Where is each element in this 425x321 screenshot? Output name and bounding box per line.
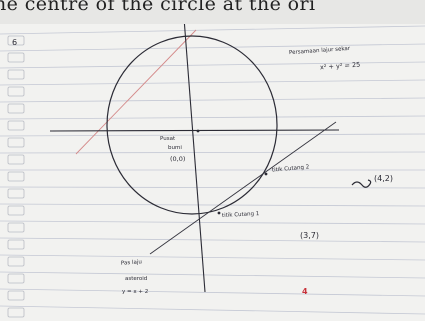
intersection-point-1 — [217, 211, 221, 215]
intersection-2-coordinates: (4,2) — [374, 174, 393, 183]
center-coordinates: (0,0) — [170, 155, 186, 163]
margin-boxes — [7, 35, 25, 318]
center-label-pusat: Pusat — [160, 136, 176, 142]
header-strip: ne centre of the circle at the ori — [0, 0, 425, 26]
asteroid-label: asteroid — [125, 276, 148, 282]
notebook-page: 6 Persamaan lajur sekar x² + y² = 25 Pus… — [0, 24, 425, 321]
page-number: 6 — [12, 38, 18, 47]
margin-line — [75, 29, 197, 155]
intersection-1-coordinates: (3,7) — [300, 231, 319, 240]
score-mark: 4 — [302, 287, 308, 296]
asteroid-line-equation: y = x + 2 — [122, 289, 149, 295]
circle — [106, 35, 278, 215]
header-text: ne centre of the circle at the ori — [0, 0, 316, 15]
scribble-mark — [351, 179, 372, 188]
x-axis — [49, 129, 340, 132]
ruled-lines — [0, 25, 425, 315]
origin-point — [196, 129, 200, 133]
asteroid-path-line — [149, 121, 337, 255]
intersection-point-2 — [264, 172, 268, 176]
center-label-bumi: bumi — [168, 145, 182, 151]
y-axis — [183, 24, 206, 293]
notebook-drawing — [0, 24, 425, 318]
